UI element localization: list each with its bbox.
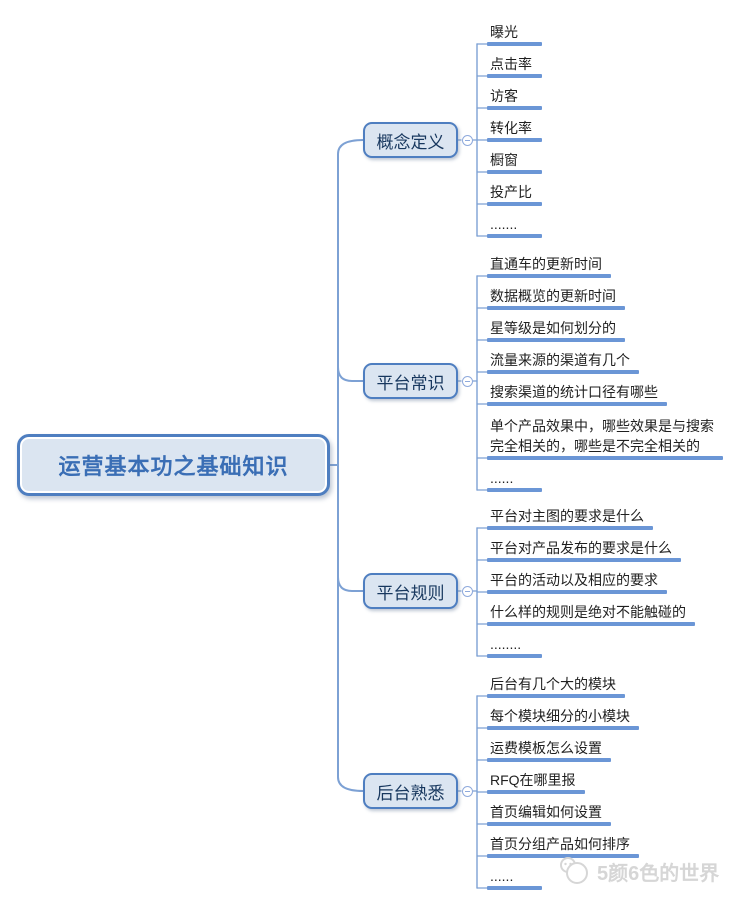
leaf-label: 平台对产品发布的要求是什么 (490, 540, 672, 556)
leaf-item[interactable]: 转化率 (490, 118, 532, 138)
leaf-underline (487, 402, 667, 406)
minus-glyph (464, 590, 470, 592)
leaf-underline (487, 234, 542, 238)
leaf-underline (487, 456, 723, 460)
leaf-label: 投产比 (490, 184, 532, 200)
leaf-item[interactable]: 每个模块细分的小模块 (490, 706, 630, 726)
leaf-underline (487, 790, 585, 794)
leaf-label: 后台有几个大的模块 (490, 676, 616, 692)
leaf-item[interactable]: 平台的活动以及相应的要求 (490, 570, 658, 590)
branch-node-label: 后台熟悉 (376, 783, 445, 803)
leaf-label: 流量来源的渠道有几个 (490, 352, 630, 368)
leaf-item[interactable]: ...... (490, 866, 513, 886)
branch-node-1[interactable]: 概念定义 (363, 122, 458, 158)
leaf-label: 橱窗 (490, 152, 518, 168)
leaf-underline (487, 886, 542, 890)
leaf-underline (487, 370, 639, 374)
collapse-minus-icon[interactable] (461, 134, 473, 146)
root-node-label: 运营基本功之基础知识 (58, 454, 289, 479)
leaf-item[interactable]: 运费模板怎么设置 (490, 738, 602, 758)
leaf-label: 星等级是如何划分的 (490, 320, 616, 336)
leaf-item[interactable]: 点击率 (490, 54, 532, 74)
collapse-minus-icon[interactable] (461, 375, 473, 387)
leaf-label: 转化率 (490, 120, 532, 136)
leaf-underline (487, 170, 542, 174)
leaf-item[interactable]: 直通车的更新时间 (490, 254, 602, 274)
leaf-item[interactable]: 什么样的规则是绝对不能触碰的 (490, 602, 686, 622)
collapse-minus-icon[interactable] (461, 585, 473, 597)
leaf-item[interactable]: ...... (490, 468, 513, 488)
leaf-underline (487, 202, 542, 206)
leaf-underline (487, 590, 667, 594)
root-node[interactable]: 运营基本功之基础知识 (17, 434, 330, 496)
branch-node-label: 平台规则 (376, 583, 445, 603)
leaf-label: ...... (490, 470, 514, 486)
leaf-underline (487, 726, 639, 730)
leaf-underline (487, 654, 542, 658)
leaf-underline (487, 694, 625, 698)
leaf-item[interactable]: 平台对产品发布的要求是什么 (490, 538, 672, 558)
leaf-item[interactable]: ....... (490, 214, 517, 234)
leaf-label: 首页分组产品如何排序 (490, 836, 630, 852)
leaf-underline (487, 854, 639, 858)
leaf-item[interactable]: 橱窗 (490, 150, 518, 170)
branch-node-label: 平台常识 (376, 373, 445, 393)
leaf-label: 曝光 (490, 24, 518, 40)
leaf-label: 直通车的更新时间 (490, 256, 602, 272)
watermark-logo-icon (560, 857, 588, 884)
leaf-underline (487, 138, 542, 142)
minus-glyph (464, 139, 470, 141)
leaf-label: 平台对主图的要求是什么 (490, 508, 644, 524)
leaf-item[interactable]: 首页编辑如何设置 (490, 802, 602, 822)
leaf-label: 数据概览的更新时间 (490, 288, 616, 304)
leaf-label: 每个模块细分的小模块 (490, 708, 630, 724)
leaf-item[interactable]: 星等级是如何划分的 (490, 318, 616, 338)
leaf-underline (487, 274, 611, 278)
minus-glyph (464, 380, 470, 382)
leaf-item[interactable]: 流量来源的渠道有几个 (490, 350, 630, 370)
leaf-underline (487, 488, 542, 492)
leaf-item[interactable]: 后台有几个大的模块 (490, 674, 616, 694)
leaf-label: 什么样的规则是绝对不能触碰的 (490, 604, 686, 620)
leaf-underline (487, 822, 611, 826)
branch-node-2[interactable]: 平台常识 (363, 363, 458, 399)
leaf-item[interactable]: 投产比 (490, 182, 532, 202)
leaf-label: 平台的活动以及相应的要求 (490, 572, 658, 588)
leaf-underline (487, 306, 625, 310)
branch-node-4[interactable]: 后台熟悉 (363, 773, 458, 809)
leaf-underline (487, 622, 695, 626)
leaf-item[interactable]: 曝光 (490, 22, 518, 42)
leaf-label: 首页编辑如何设置 (490, 804, 602, 820)
leaf-item[interactable]: RFQ在哪里报 (490, 770, 576, 790)
leaf-label: ...... (490, 868, 514, 884)
leaf-item[interactable]: 单个产品效果中，哪些效果是与搜索 完全相关的，哪些是不完全相关的 (490, 416, 714, 456)
leaf-underline (487, 526, 653, 530)
leaf-underline (487, 758, 611, 762)
leaf-item[interactable]: 平台对主图的要求是什么 (490, 506, 644, 526)
leaf-underline (487, 42, 542, 46)
leaf-underline (487, 558, 681, 562)
leaf-label: ....... (490, 216, 518, 232)
leaf-item[interactable]: ........ (490, 634, 521, 654)
leaf-underline (487, 106, 542, 110)
leaf-underline (487, 338, 625, 342)
collapse-minus-icon[interactable] (461, 785, 473, 797)
leaf-item[interactable]: 访客 (490, 86, 518, 106)
leaf-item[interactable]: 搜索渠道的统计口径有哪些 (490, 382, 658, 402)
leaf-item[interactable]: 数据概览的更新时间 (490, 286, 616, 306)
leaf-label: 点击率 (490, 56, 532, 72)
watermark: 5颜6色的世界 (558, 856, 719, 886)
leaf-item[interactable]: 首页分组产品如何排序 (490, 834, 630, 854)
watermark-text: 5颜6色的世界 (597, 862, 720, 885)
leaf-underline (487, 74, 542, 78)
branch-node-label: 概念定义 (376, 132, 445, 152)
leaf-label: 单个产品效果中，哪些效果是与搜索 完全相关的，哪些是不完全相关的 (490, 418, 714, 454)
leaf-label: ........ (490, 636, 522, 652)
leaf-label: RFQ在哪里报 (490, 772, 576, 788)
minus-glyph (464, 790, 470, 792)
branch-node-3[interactable]: 平台规则 (363, 573, 458, 609)
leaf-label: 访客 (490, 88, 518, 104)
leaf-label: 搜索渠道的统计口径有哪些 (490, 384, 658, 400)
leaf-label: 运费模板怎么设置 (490, 740, 602, 756)
